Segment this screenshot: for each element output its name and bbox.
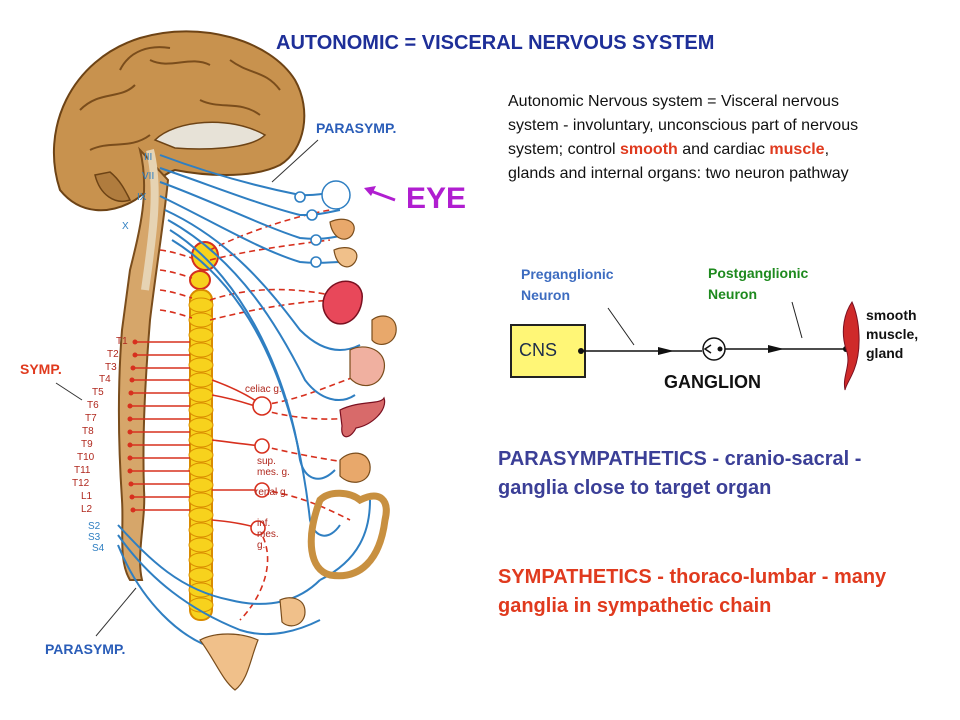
autonomic-anatomy-diagram — [52, 30, 397, 691]
spinal-segment-label: T2 — [107, 349, 119, 360]
eye-arrow — [364, 186, 396, 202]
spinal-column — [118, 146, 170, 581]
intestine-organ — [307, 489, 390, 580]
reproductive-organ — [199, 633, 259, 691]
inf-mes-ganglion-label: inf.mes.g. — [257, 518, 279, 551]
sacral-segment-label: S3 — [88, 532, 101, 543]
stomach-organ — [339, 396, 386, 438]
liver-organ — [349, 346, 385, 387]
highlight-smooth: smooth — [620, 141, 678, 158]
postganglionic-label: Postganglionic Neuron — [708, 265, 809, 302]
spinal-segment-label: T11 — [74, 465, 91, 476]
parasympathetics-summary: PARASYMPATHETICS - cranio-sacral - gangl… — [498, 448, 862, 499]
celiac-ganglion-label: celiac g. — [245, 384, 282, 395]
parasymp-cranial-label: PARASYMP. — [316, 120, 397, 136]
effector-label: smooth muscle, gland — [866, 307, 919, 361]
page-title: AUTONOMIC = VISCERAL NERVOUS SYSTEM — [276, 32, 715, 54]
eye-label: EYE — [406, 182, 467, 215]
sup-mes-ganglion-label: sup.mes. g. — [257, 456, 290, 478]
cranial-nerve-label: IX — [137, 192, 147, 203]
heart-organ — [322, 280, 363, 325]
sympathetic-fibers — [130, 209, 361, 621]
kidney-organ — [339, 452, 371, 483]
description-paragraph: Autonomic Nervous system = Visceral nerv… — [508, 93, 859, 182]
brain-illustration — [52, 30, 306, 212]
spinal-segment-label: T9 — [81, 439, 93, 450]
eye-organ — [321, 180, 351, 210]
spinal-segment-label: T7 — [85, 413, 97, 424]
spinal-segment-label: T6 — [87, 400, 99, 411]
spinal-segment-label: L1 — [81, 491, 93, 502]
spinal-segment-label: T10 — [77, 452, 95, 463]
cranial-nerve-label: VII — [142, 171, 155, 182]
highlight-muscle: muscle — [769, 141, 825, 158]
ganglion-label: GANGLION — [664, 372, 761, 392]
parasymp-sacral-label: PARASYMP. — [45, 641, 126, 657]
cns-label: CNS — [519, 340, 558, 360]
two-neuron-pathway — [578, 300, 860, 391]
cranial-nerve-label: III — [144, 152, 153, 163]
spinal-segment-label: T5 — [92, 387, 104, 398]
label-pointers — [55, 139, 319, 637]
prevertebral-ganglia — [250, 396, 272, 536]
symp-label: SYMP. — [20, 361, 62, 377]
sacral-segment-label: S4 — [92, 543, 105, 554]
spinal-segment-label: L2 — [81, 504, 93, 515]
segment-dots — [127, 339, 138, 513]
target-organs — [199, 180, 397, 691]
renal-ganglion-label: renal g. — [255, 487, 289, 498]
bladder-organ — [279, 597, 306, 627]
cranial-nerve-label: X — [122, 221, 129, 232]
sympathetics-summary: SYMPATHETICS - thoraco-lumbar - many gan… — [498, 566, 887, 617]
cns-box — [510, 324, 586, 378]
terminal-ganglia — [294, 191, 322, 268]
spinal-segment-label: T12 — [72, 478, 90, 489]
lungs-organ — [371, 315, 397, 346]
spinal-segment-label: T8 — [82, 426, 94, 437]
spinal-segment-label: T4 — [99, 374, 111, 385]
spinal-segment-label: T1 — [116, 336, 128, 347]
spinal-segment-label: T3 — [105, 362, 117, 373]
sacral-segment-label: S2 — [88, 521, 101, 532]
preganglionic-label: Preganglionic Neuron — [521, 266, 614, 303]
